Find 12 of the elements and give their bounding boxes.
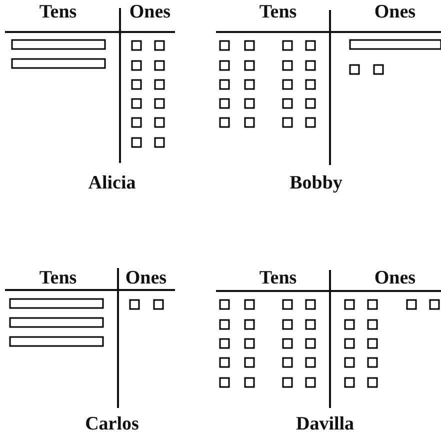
column-heading: Ones <box>129 2 171 22</box>
column-heading: Ones <box>125 268 167 288</box>
column-heading: Tens <box>259 2 297 22</box>
student-name: Bobby <box>290 174 342 192</box>
column-heading: Ones <box>374 2 416 22</box>
column-heading: Tens <box>39 2 77 22</box>
student-name: Alicia <box>88 174 136 192</box>
column-heading: Tens <box>259 268 297 288</box>
column-heading: Tens <box>39 268 77 288</box>
column-heading: Ones <box>374 268 416 288</box>
student-name: Carlos <box>85 414 139 434</box>
student-name: Davilla <box>296 414 354 434</box>
